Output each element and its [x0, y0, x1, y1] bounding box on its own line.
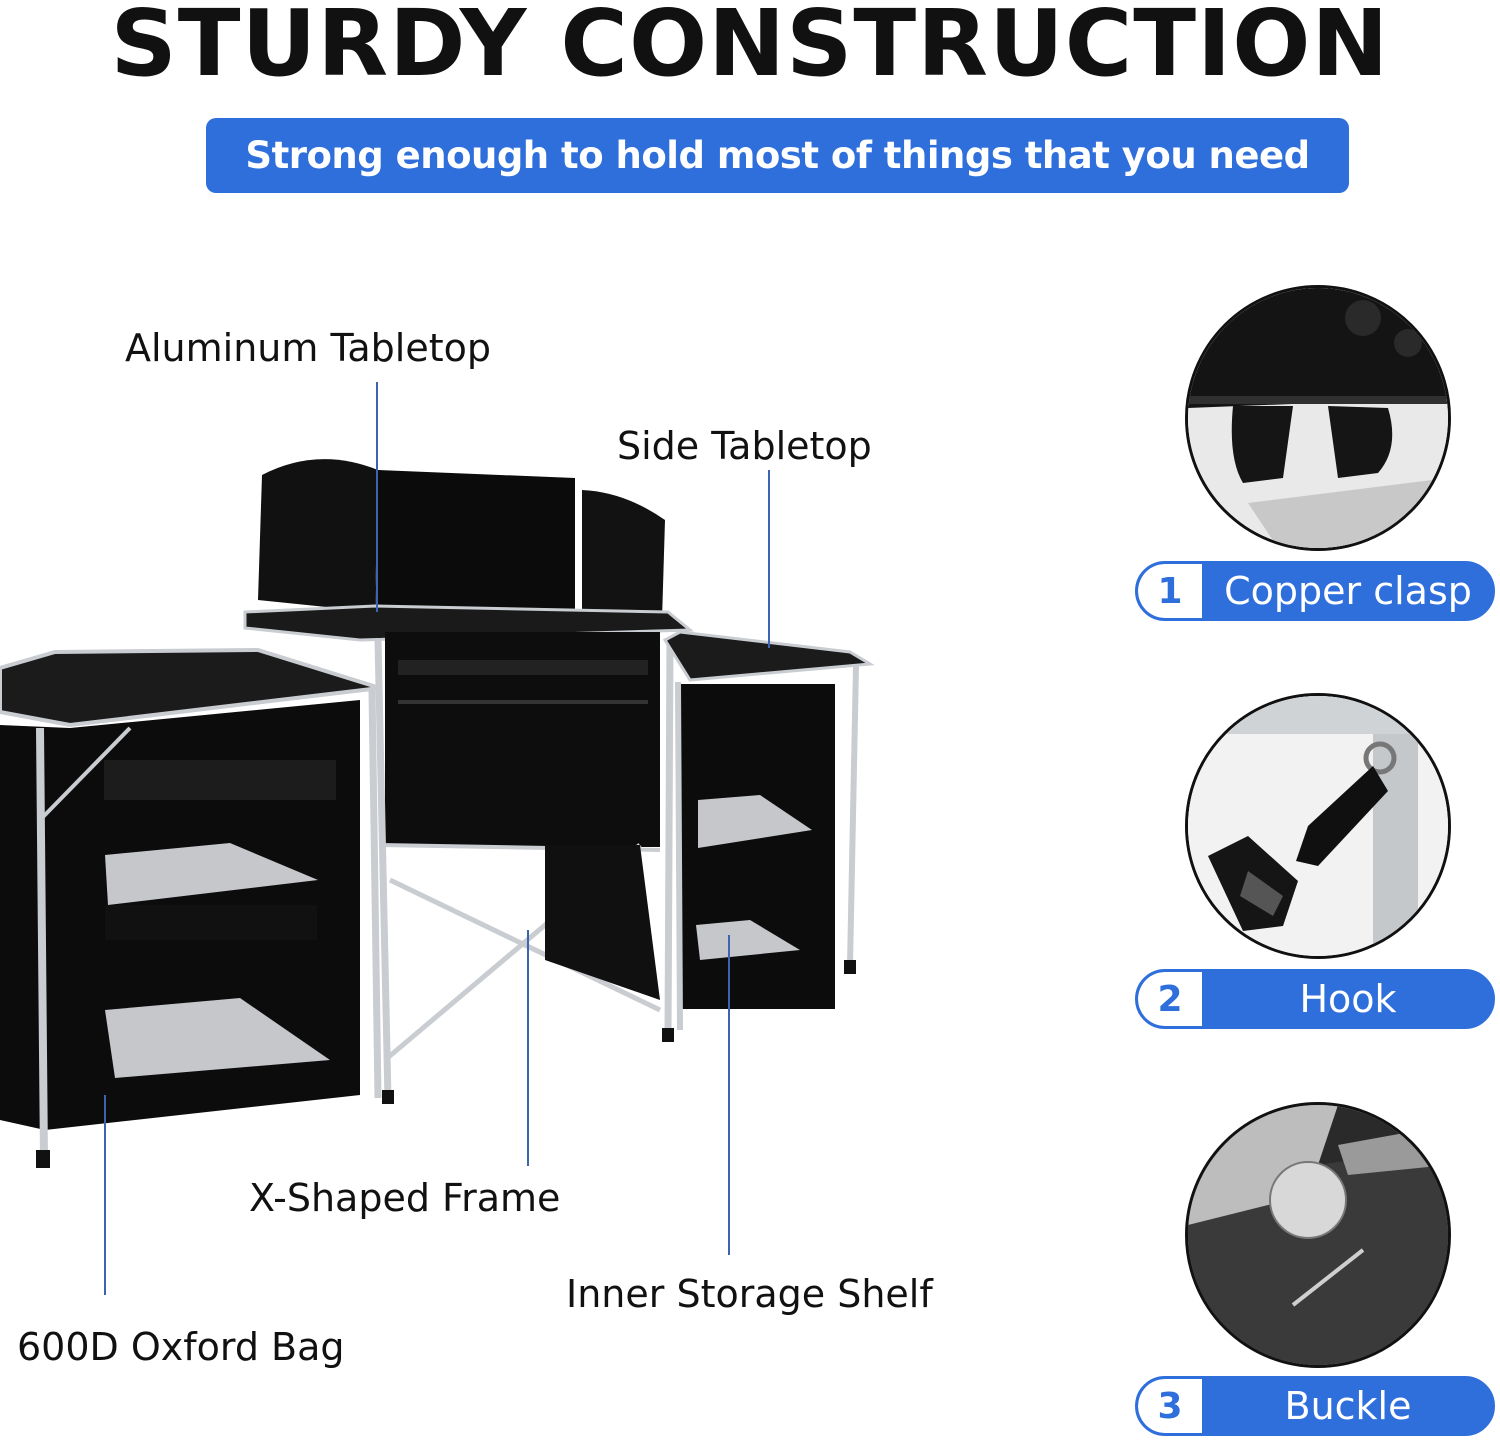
detail-number-2: 2	[1138, 972, 1202, 1026]
detail-pill-1: 1 Copper clasp	[1135, 561, 1495, 621]
leader-side-tabletop	[768, 470, 770, 648]
detail-label-3: Buckle	[1284, 1384, 1412, 1428]
label-side-tabletop: Side Tabletop	[617, 424, 872, 468]
buckle-detail-circle	[1185, 1102, 1451, 1368]
detail-label-2: Hook	[1299, 977, 1397, 1021]
leader-aluminum-tabletop	[376, 382, 378, 612]
subtitle-text: Strong enough to hold most of things tha…	[245, 134, 1310, 177]
buckle-icon	[1188, 1105, 1448, 1365]
subtitle-banner: Strong enough to hold most of things tha…	[206, 118, 1349, 193]
leader-inner-storage-shelf	[728, 935, 730, 1255]
detail-pill-3: 3 Buckle	[1135, 1376, 1495, 1436]
clasp-detail-circle	[1185, 285, 1451, 551]
label-x-shaped-frame: X-Shaped Frame	[249, 1176, 561, 1220]
clasp-icon	[1188, 288, 1448, 548]
detail-pill-2: 2 Hook	[1135, 969, 1495, 1029]
detail-number-3: 3	[1138, 1379, 1202, 1433]
label-inner-storage-shelf: Inner Storage Shelf	[566, 1272, 933, 1316]
hook-detail-circle	[1185, 693, 1451, 959]
label-oxford-bag: 600D Oxford Bag	[17, 1325, 345, 1369]
detail-label-1: Copper clasp	[1224, 569, 1472, 613]
leader-oxford-bag	[104, 1095, 106, 1295]
page-title: STURDY CONSTRUCTION	[110, 0, 1390, 97]
detail-number-1: 1	[1138, 564, 1202, 618]
hook-icon	[1188, 696, 1448, 956]
label-aluminum-tabletop: Aluminum Tabletop	[125, 326, 492, 370]
leader-x-shaped-frame	[527, 930, 529, 1166]
camping-kitchen-illustration	[0, 459, 875, 1168]
